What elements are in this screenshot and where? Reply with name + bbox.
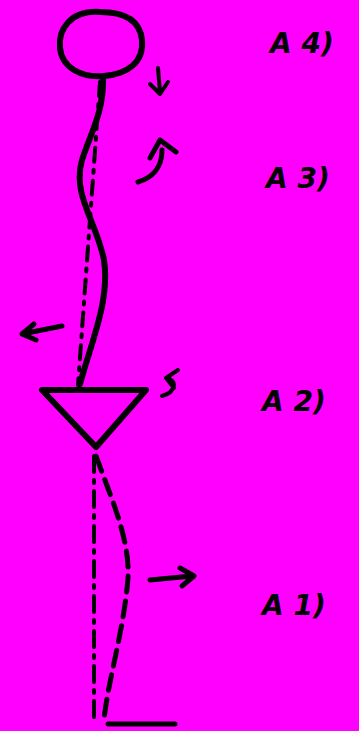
leg-axis <box>92 456 96 722</box>
motion-arrow <box>150 68 168 94</box>
spine-curve <box>80 78 106 384</box>
foot-line <box>108 722 175 727</box>
callout-label: A 1) <box>262 592 326 620</box>
rotation-arrow <box>162 370 178 396</box>
motion-arrow <box>22 324 62 340</box>
callout-label: A 3) <box>266 165 330 193</box>
pelvis-triangle <box>42 390 146 447</box>
rotation-arrow <box>138 140 176 182</box>
callout-label: A 4) <box>270 30 334 58</box>
leg-line <box>96 456 128 720</box>
callout-label: A 2) <box>262 388 326 416</box>
head-circle <box>60 12 142 76</box>
motion-arrow <box>150 568 194 586</box>
